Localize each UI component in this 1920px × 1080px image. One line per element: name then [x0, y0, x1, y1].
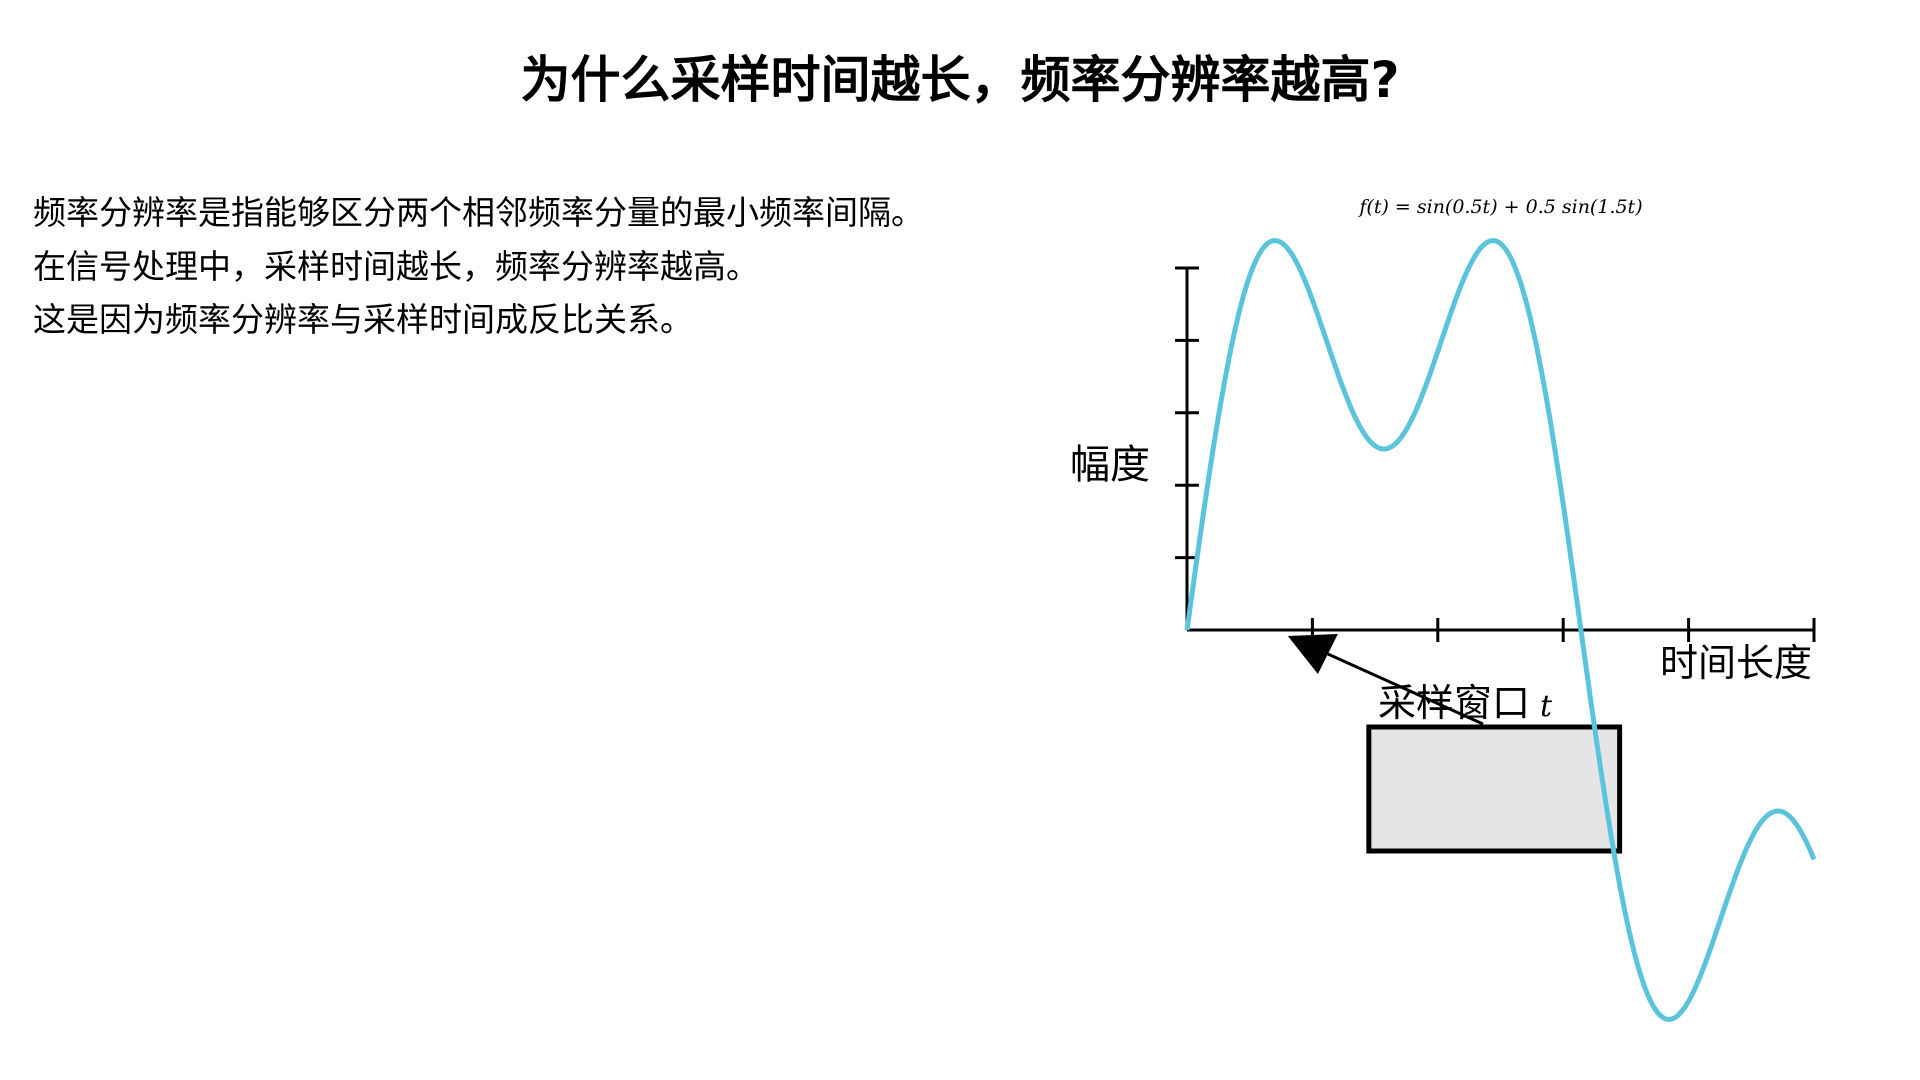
sampling-window-box: [1366, 724, 1623, 854]
paragraph-line: 这是因为频率分辨率与采样时间成反比关系。: [33, 300, 693, 339]
paragraph-line: 在信号处理中，采样时间越长，频率分辨率越高。: [33, 247, 759, 286]
y-axis-label: 幅度: [1070, 442, 1150, 488]
annotation-label: 采样窗口: [1378, 681, 1530, 725]
chart-title: f(t) = sin(0.5t) + 0.5 sin(1.5t): [1357, 196, 1642, 218]
paragraph-line: 频率分辨率是指能够区分两个相邻频率分量的最小频率间隔。: [33, 193, 924, 232]
x-axis-label: 时间长度: [1660, 641, 1812, 685]
annotation-symbol: t: [1540, 689, 1553, 724]
series-line: [1184, 238, 1817, 1022]
arrow-head-icon: [1287, 634, 1338, 674]
page-title: 为什么采样时间越长，频率分辨率越高?: [520, 51, 1400, 109]
annotation-arrow: [1327, 652, 1484, 726]
